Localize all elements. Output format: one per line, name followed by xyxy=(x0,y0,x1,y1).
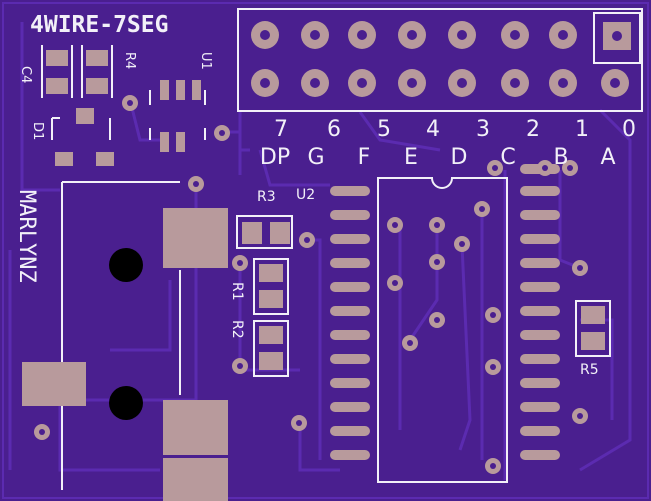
ref-u2: U2 xyxy=(296,187,315,203)
ref-d1: D1 xyxy=(30,122,45,140)
segment-label-f: F xyxy=(358,145,371,170)
u2-pads xyxy=(330,164,560,460)
brand-label: MARLYNZ xyxy=(14,190,39,283)
board-title: 4WIRE-7SEG xyxy=(30,12,168,38)
pin-number-1: 1 xyxy=(575,117,589,142)
segment-label-d: D xyxy=(451,145,468,170)
vias xyxy=(34,95,588,474)
segment-label-dp: DP xyxy=(260,145,290,170)
silkscreen-lines xyxy=(41,8,643,490)
pin-number-7: 7 xyxy=(274,117,288,142)
pin-numbers: 7 6 5 4 3 2 1 0 xyxy=(274,117,636,142)
ref-r1: R1 xyxy=(229,282,245,301)
segment-labels: DP G F E D C B A xyxy=(260,145,616,170)
ref-r2: R2 xyxy=(229,320,245,339)
pin-number-6: 6 xyxy=(327,117,341,142)
mounting-hole-top xyxy=(109,248,143,282)
ref-c4: C4 xyxy=(18,66,33,83)
segment-label-e: E xyxy=(404,145,418,170)
pin-number-2: 2 xyxy=(526,117,540,142)
pin-number-0: 0 xyxy=(622,117,636,142)
ref-r5: R5 xyxy=(580,362,599,378)
ref-u1: U1 xyxy=(198,52,213,70)
pin-number-3: 3 xyxy=(476,117,490,142)
mounting-holes xyxy=(109,248,143,420)
copper-traces xyxy=(8,22,632,480)
segment-label-b: B xyxy=(553,145,568,170)
pin-number-5: 5 xyxy=(377,117,391,142)
reference-designators: C4 R4 U1 D1 R3 U2 R1 R2 R5 xyxy=(18,52,599,378)
segment-label-a: A xyxy=(600,145,615,170)
passive-pads xyxy=(22,50,605,501)
pin-number-4: 4 xyxy=(426,117,440,142)
segment-label-g: G xyxy=(307,145,324,170)
mounting-hole-bottom xyxy=(109,386,143,420)
ref-r4: R4 xyxy=(122,52,137,69)
ref-r3: R3 xyxy=(257,189,276,205)
segment-label-c: C xyxy=(500,145,515,170)
header-pads xyxy=(251,21,631,97)
